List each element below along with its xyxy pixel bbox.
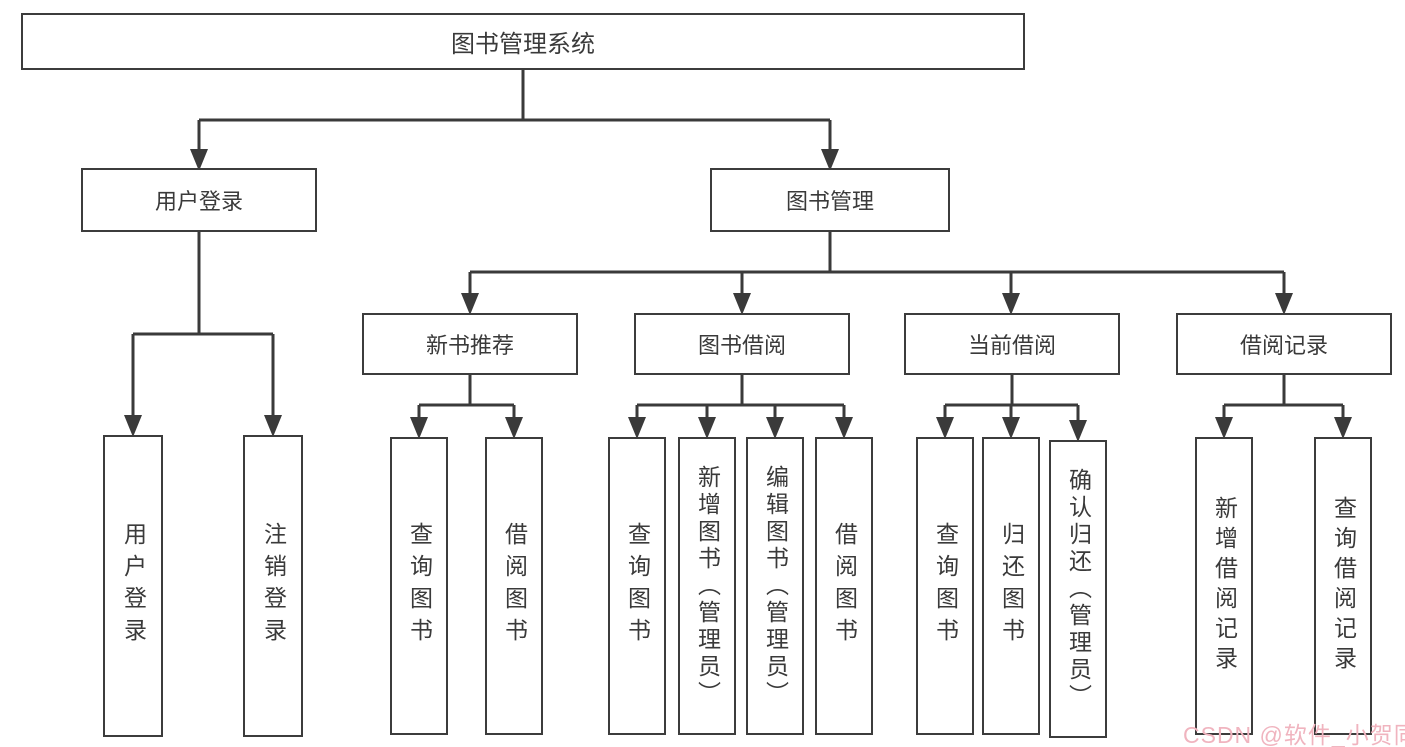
node-new-book-recommend: 新书推荐 <box>362 313 578 375</box>
leaf-query-borrow-record: 查询借阅记录 <box>1314 437 1372 735</box>
leaf-add-book-admin: 新增图书（管理员） <box>678 437 736 735</box>
leaf-query-book-2: 查询图书 <box>608 437 666 735</box>
leaf-borrow-book-2: 借阅图书 <box>815 437 873 735</box>
node-book-borrow: 图书借阅 <box>634 313 850 375</box>
node-borrow-records: 借阅记录 <box>1176 313 1392 375</box>
leaf-borrow-book-1: 借阅图书 <box>485 437 543 735</box>
csdn-watermark: CSDN @软件_小贺同学 <box>1183 722 1405 747</box>
leaf-confirm-return-admin: 确认归还（管理员） <box>1049 440 1107 738</box>
leaf-edit-book-admin: 编辑图书（管理员） <box>746 437 804 735</box>
leaf-logout-login: 注销登录 <box>243 435 303 737</box>
node-root-system: 图书管理系统 <box>21 13 1025 70</box>
node-book-management: 图书管理 <box>710 168 950 232</box>
leaf-user-login: 用户登录 <box>103 435 163 737</box>
node-current-borrow: 当前借阅 <box>904 313 1120 375</box>
node-user-login: 用户登录 <box>81 168 317 232</box>
leaf-query-book-1: 查询图书 <box>390 437 448 735</box>
leaf-return-book: 归还图书 <box>982 437 1040 735</box>
leaf-query-book-3: 查询图书 <box>916 437 974 735</box>
leaf-add-borrow-record: 新增借阅记录 <box>1195 437 1253 735</box>
